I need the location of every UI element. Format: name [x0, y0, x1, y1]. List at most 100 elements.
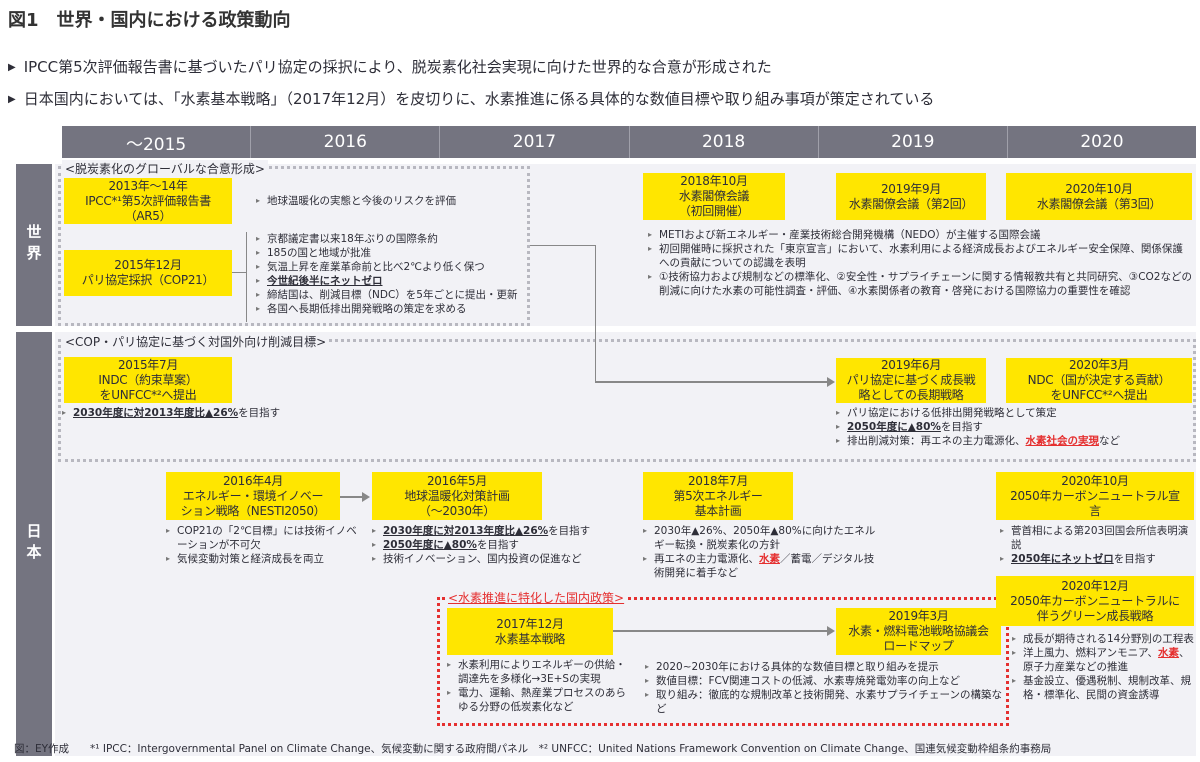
bullet-item: 成長が期待される14分野別の工程表 — [1012, 632, 1194, 646]
event-bullets-nesti: COP21の「2℃目標」には技術イノベーションが不可欠気候変動対策と経済成長を両… — [166, 524, 362, 566]
bullet-text: 再エネの主力電源化、 — [654, 553, 759, 565]
bullet-text: など — [1099, 435, 1120, 447]
bullet-text: を目指す — [548, 525, 591, 537]
connector-line — [595, 381, 827, 383]
event-box-ipcc: 2013年～14年 IPCC*¹第5次評価報告書 （AR5） — [64, 178, 232, 224]
event-box-h2min1: 2018年10月 水素閣僚会議 （初回開催） — [643, 173, 785, 220]
event-box-ndc: 2020年3月 NDC（国が決定する貢献） をUNFCC*²へ提出 — [1006, 358, 1192, 403]
bullet-text: 2030年▲26%、2050年▲80%に向けたエネルギー転換・脱炭素化の方針 — [654, 525, 876, 551]
event-bullets-roadmap: 2020~2030年における具体的な数値目標と取り組みを提示数値目標：FCV関連… — [645, 660, 1005, 716]
event-bullets-cn: 菅首相による第203回国会所信表明演説 2050年にネットゼロを目指す — [1000, 524, 1195, 566]
lead-text: 日本国内においては、「水素基本戦略」（2017年12月）を皮切りに、水素推進に係… — [23, 90, 935, 108]
arrow-right-icon — [827, 626, 835, 636]
event-box-h2min3: 2020年10月 水素閣僚会議（第3回） — [1006, 173, 1192, 220]
lead-bullet: ▶IPCC第5次評価報告書に基づいたパリ協定の採択により、脱炭素化社会実現に向け… — [8, 56, 772, 77]
bullet-text: 気温上昇を産業革命前と比べ2℃より低く保つ — [267, 261, 485, 273]
bullet-text: 初回開催時に採択された「東京宣言」において、水素利用による経済成長およびエネルギ… — [659, 243, 1183, 269]
bullet-text: 2020~2030年における具体的な数値目標と取り組みを提示 — [656, 661, 939, 673]
arrow-right-icon — [827, 377, 835, 387]
bullet-text: 数値目標：FCV関連コストの低減、水素専焼発電効率の向上など — [656, 675, 961, 687]
bullet-text: 京都議定書以来18年ぶりの国際条約 — [267, 233, 438, 245]
global-consensus-group — [58, 166, 530, 326]
event-bullets-ipcc: 地球温暖化の実態と今後のリスクを評価 — [256, 194, 526, 208]
emphasis-text: 2050年度に▲80% — [847, 421, 941, 433]
bullet-text: 、原子力産業などの推進 — [1023, 647, 1190, 673]
event-box-cn: 2020年10月 2050年カーボンニュートラル宣 言 — [996, 472, 1194, 520]
bullet-item: 今世紀後半にネットゼロ — [256, 274, 528, 288]
bullet-text: 成長が期待される14分野別の工程表 — [1023, 633, 1194, 645]
bullet-item: 2030年度に対2013年度比▲26%を目指す — [372, 524, 607, 538]
emphasis-text: 2050年にネットゼロ — [1011, 553, 1114, 565]
bullet-text: 185の国と地域が批准 — [267, 247, 372, 259]
bullet-item: パリ協定における低排出開発戦略として策定 — [836, 406, 1186, 420]
cop-targets-group — [58, 339, 1196, 462]
event-box-h2basic: 2017年12月 水素基本戦略 — [447, 608, 613, 655]
year-col: 2019 — [819, 126, 1008, 158]
bullet-text: 地球温暖化の実態と今後のリスクを評価 — [267, 195, 456, 207]
bullet-text: 各国へ長期低排出開発戦略の策定を求める — [267, 303, 467, 315]
event-box-indc: 2015年7月 INDC（約束草案） をUNFCC*²へ提出 — [64, 357, 232, 403]
event-box-paris: 2015年12月 パリ協定採択（COP21） — [64, 250, 232, 296]
bullet-text: 電力、運輸、熱産業プロセスのあらゆる分野の低炭素化など — [458, 687, 626, 713]
emphasis-text: 2030年度に対2013年度比▲26% — [73, 407, 239, 419]
event-box-green: 2020年12月 2050年カーボンニュートラルに 伴うグリーン成長戦略 — [996, 576, 1194, 626]
bullet-text: 気候変動対策と経済成長を両立 — [177, 553, 324, 565]
event-box-roadmap: 2019年3月 水素・燃料電池戦略協議会 ロードマップ — [836, 608, 1001, 655]
bullet-text: 水素利用によりエネルギーの供給・調達先を多様化→3E+Sの実現 — [458, 659, 626, 685]
event-bullets-paris: 京都議定書以来18年ぶりの国際条約 185の国と地域が批准気温上昇を産業革命前と比… — [256, 232, 528, 316]
group-label: <水素推進に特化した国内政策> — [445, 589, 628, 606]
bullet-text: 基金設立、優遇税制、規制改革、規格・標準化、民間の資金誘導 — [1023, 675, 1191, 701]
bullet-text: 技術イノベーション、国内投資の促進など — [383, 553, 582, 565]
bullet-text: ／蓄電／デジタル技術開発に着手など — [654, 553, 875, 579]
bullet-item: 技術イノベーション、国内投資の促進など — [372, 552, 607, 566]
bullet-item: 基金設立、優遇税制、規制改革、規格・標準化、民間の資金誘導 — [1012, 674, 1194, 702]
bullet-item: 菅首相による第203回国会所信表明演説 — [1000, 524, 1195, 552]
event-bullets-longterm: パリ協定における低排出開発戦略として策定2050年度に▲80%を目指す排出削減対… — [836, 406, 1186, 448]
bullet-item: METIおよび新エネルギー・産業技術総合開発機構（NEDO）が主催する国際会議 — [648, 228, 1193, 242]
bullet-item: 京都議定書以来18年ぶりの国際条約 — [256, 232, 528, 246]
connector-line — [232, 272, 246, 273]
bullet-text: を目指す — [238, 407, 281, 419]
footnote: 図：EY作成 *¹ IPCC：Intergovernmental Panel o… — [14, 743, 1052, 755]
bullet-item: 185の国と地域が批准 — [256, 246, 528, 260]
bullet-text: を目指す — [1113, 553, 1156, 565]
event-box-longterm: 2019年6月 パリ協定に基づく成長戦 略としての長期戦略 — [836, 358, 986, 403]
year-col: ～2015 — [62, 126, 252, 158]
lead-bullet: ▶ 日本国内においては、「水素基本戦略」（2017年12月）を皮切りに、水素推進に… — [8, 88, 934, 109]
lead-text: IPCC第5次評価報告書に基づいたパリ協定の採択により、脱炭素化社会実現に向けた… — [23, 58, 772, 76]
bullet-item: 2050年度に▲80%を目指す — [836, 420, 1186, 434]
bracket-line — [246, 232, 247, 322]
group-label: <COP・パリ協定に基づく対国外向け削減目標> — [62, 333, 330, 350]
side-label-world: 世界 — [16, 164, 52, 326]
bullet-item: 各国へ長期低排出開発戦略の策定を求める — [256, 302, 528, 316]
highlight-red-text: 水素 — [759, 553, 780, 565]
bullet-item: 気温上昇を産業革命前と比べ2℃より低く保つ — [256, 260, 528, 274]
event-bullets-green: 成長が期待される14分野別の工程表洋上風力、燃料アンモニア、水素、原子力産業など… — [1012, 632, 1194, 702]
bullet-item: 洋上風力、燃料アンモニア、水素、原子力産業などの推進 — [1012, 646, 1194, 674]
bullet-text: ①技術協力および規制などの標準化、②安全性・サプライチェーンに関する情報教共有と… — [659, 271, 1192, 297]
group-label: <脱炭素化のグローバルな合意形成> — [62, 160, 268, 177]
connector-line — [530, 245, 596, 246]
bullet-item: 再エネの主力電源化、水素／蓄電／デジタル技術開発に着手など — [643, 552, 883, 580]
bullet-text: パリ協定における低排出開発戦略として策定 — [847, 407, 1057, 419]
year-col: 2020 — [1080, 132, 1124, 152]
bullet-text: 取り組み：徹底的な規制改革と技術開発、水素サプライチェーンの構築など — [656, 689, 1002, 715]
arrow-right-icon — [362, 492, 370, 502]
bullet-item: 2030年▲26%、2050年▲80%に向けたエネルギー転換・脱炭素化の方針 — [643, 524, 883, 552]
year-col: 2017 — [440, 126, 630, 158]
bullet-text: 菅首相による第203回国会所信表明演説 — [1011, 525, 1189, 551]
connector-line — [595, 245, 596, 382]
highlight-red-text: 水素 — [1158, 647, 1180, 659]
emphasis-text: 今世紀後半にネットゼロ — [267, 275, 383, 287]
bullet-item: 取り組み：徹底的な規制改革と技術開発、水素サプライチェーンの構築など — [645, 688, 1005, 716]
bullet-item: ①技術協力および規制などの標準化、②安全性・サプライチェーンに関する情報教共有と… — [648, 270, 1193, 298]
bullet-text: COP21の「2℃目標」には技術イノベーションが不可欠 — [177, 525, 357, 551]
event-box-energy5: 2018年7月 第5次エネルギー 基本計画 — [643, 472, 793, 520]
bullet-item: 地球温暖化の実態と今後のリスクを評価 — [256, 194, 526, 208]
bullet-item: 締結国は、削減目標（NDC）を5年ごとに提出・更新 — [256, 288, 528, 302]
year-header: ～2015 2016 2017 2018 2019 2020 — [62, 126, 1196, 158]
triangle-bullet-icon: ▶ — [8, 94, 16, 105]
bullet-text: を目指す — [940, 421, 983, 433]
bullet-item: 電力、運輸、熱産業プロセスのあらゆる分野の低炭素化など — [447, 686, 632, 714]
year-col: 2018 — [630, 126, 819, 158]
